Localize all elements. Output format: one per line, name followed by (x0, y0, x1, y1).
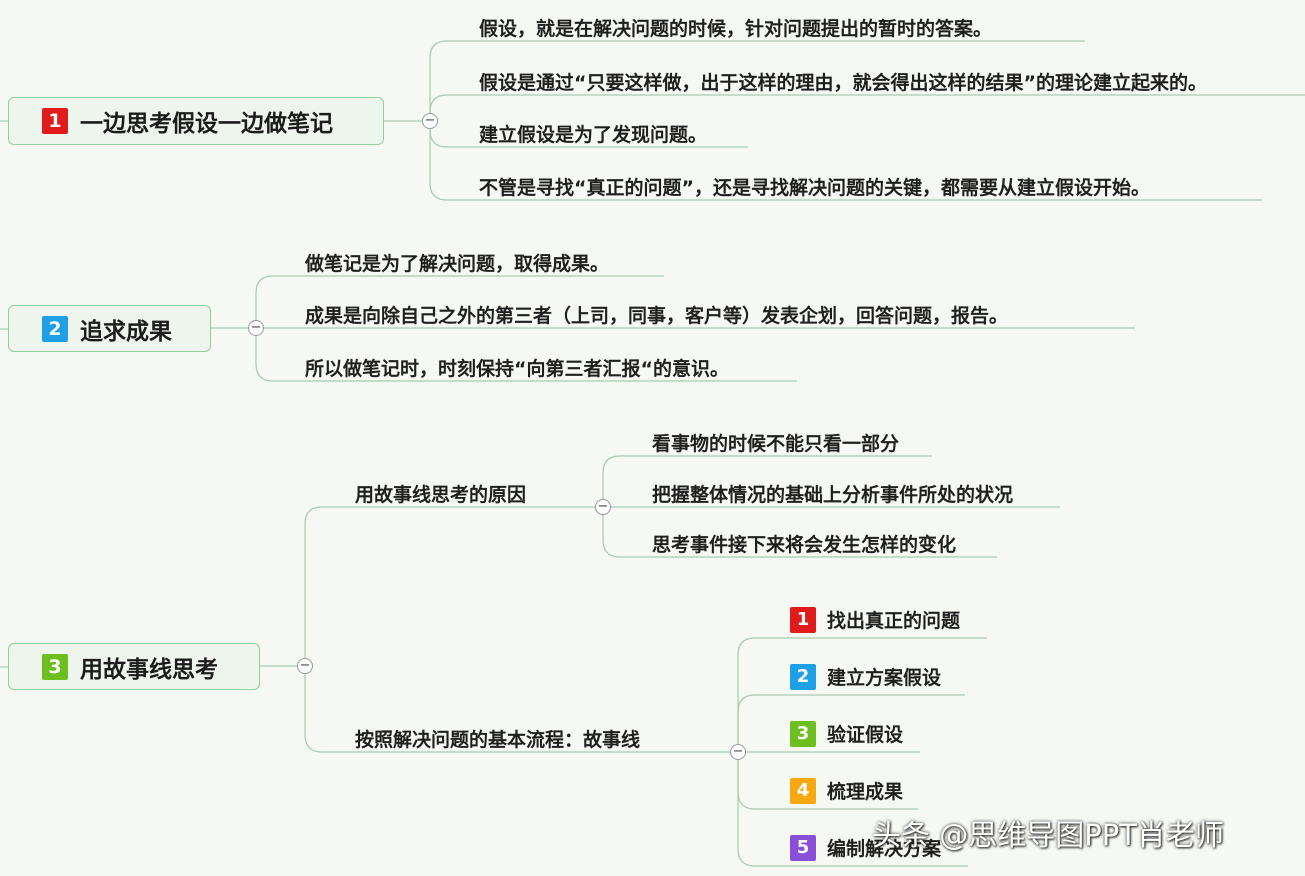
topic-3-node[interactable]: 3 用故事线思考 (8, 643, 260, 690)
number-4-badge-icon: 4 (790, 777, 816, 804)
topic-2-leaf-2[interactable]: 成果是向除自己之外的第三者（上司，同事，客户等）发表企划，回答问题，报告。 (305, 305, 1009, 327)
collapse-icon[interactable]: − (595, 499, 611, 515)
topic-1-node[interactable]: 1 一边思考假设一边做笔记 (8, 97, 384, 145)
step-2[interactable]: 2 建立方案假设 (790, 663, 941, 690)
subtopic-storyline-flow[interactable]: 按照解决问题的基本流程：故事线 (355, 729, 641, 751)
watermark: 头条 @思维导图PPT肖老师 (872, 818, 1224, 852)
topic-1-leaf-4[interactable]: 不管是寻找“真正的问题”，还是寻找解决问题的关键，都需要从建立假设开始。 (479, 177, 1150, 199)
step-3[interactable]: 3 验证假设 (790, 720, 903, 747)
number-1-badge-icon: 1 (42, 108, 68, 134)
number-2-badge-icon: 2 (790, 663, 816, 690)
step-4-label: 梳理成果 (827, 781, 904, 803)
topic-2-label: 追求成果 (80, 318, 172, 345)
reason-leaf-3[interactable]: 思考事件接下来将会发生怎样的变化 (652, 534, 957, 556)
topic-1-leaf-1[interactable]: 假设，就是在解决问题的时候，针对问题提出的暂时的答案。 (479, 18, 993, 40)
step-3-label: 验证假设 (827, 724, 904, 746)
topic-1-leaf-2[interactable]: 假设是通过“只要这样做，出于这样的理由，就会得出这样的结果”的理论建立起来的。 (479, 72, 1207, 94)
topic-3-label: 用故事线思考 (80, 656, 218, 683)
step-5[interactable]: 5 编制解决方案 (790, 834, 941, 861)
number-5-badge-icon: 5 (790, 834, 816, 861)
topic-2-leaf-3[interactable]: 所以做笔记时，时刻保持“向第三者汇报“的意识。 (305, 358, 729, 380)
reason-leaf-1[interactable]: 看事物的时候不能只看一部分 (652, 433, 900, 455)
topic-2-node[interactable]: 2 追求成果 (8, 305, 211, 352)
collapse-icon[interactable]: − (422, 113, 438, 129)
reason-leaf-2[interactable]: 把握整体情况的基础上分析事件所处的状况 (652, 484, 1014, 506)
collapse-icon[interactable]: − (730, 744, 746, 760)
step-1-label: 找出真正的问题 (827, 610, 961, 632)
number-2-badge-icon: 2 (42, 315, 68, 342)
number-3-badge-icon: 3 (790, 720, 816, 747)
topic-1-leaf-3[interactable]: 建立假设是为了发现问题。 (479, 124, 708, 146)
topic-1-label: 一边思考假设一边做笔记 (80, 111, 333, 137)
topic-2-leaf-1[interactable]: 做笔记是为了解决问题，取得成果。 (305, 253, 610, 275)
number-1-badge-icon: 1 (790, 606, 816, 633)
number-3-badge-icon: 3 (42, 653, 68, 680)
collapse-icon[interactable]: − (297, 658, 313, 674)
step-1[interactable]: 1 找出真正的问题 (790, 606, 960, 633)
step-2-label: 建立方案假设 (827, 667, 942, 689)
collapse-icon[interactable]: − (248, 320, 264, 336)
step-5-label: 编制解决方案 (827, 838, 942, 860)
subtopic-reasons[interactable]: 用故事线思考的原因 (355, 484, 527, 506)
step-4[interactable]: 4 梳理成果 (790, 777, 903, 804)
